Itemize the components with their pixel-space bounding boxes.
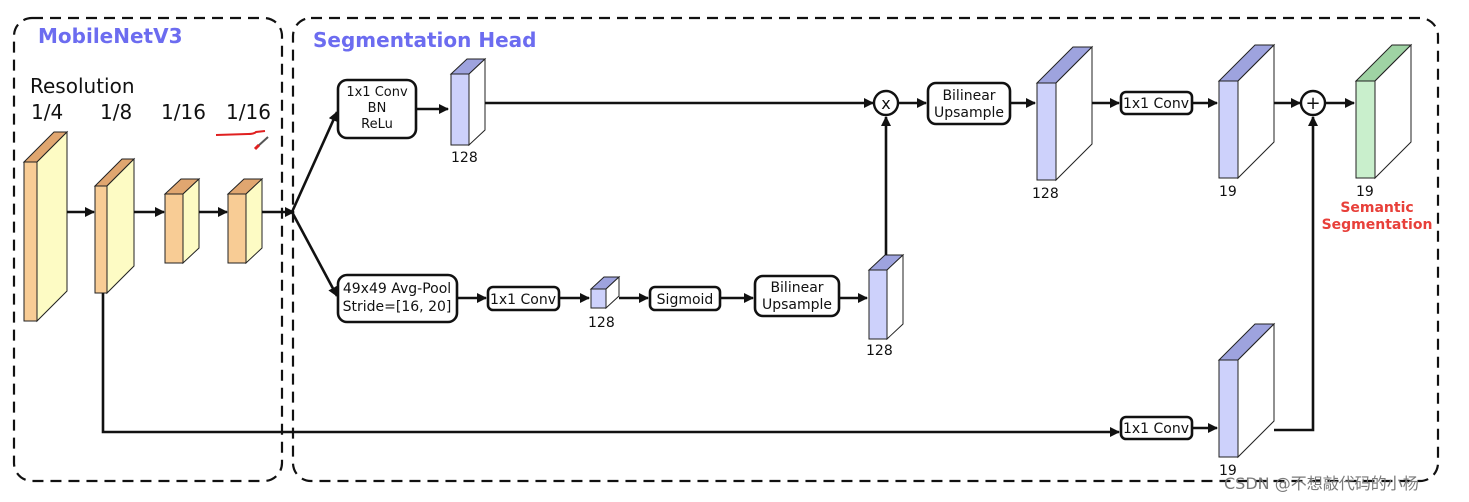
feature-map-attention-128 xyxy=(867,253,905,341)
arrow-split-bottom xyxy=(290,211,339,297)
upsample-lower-line-1: Bilinear xyxy=(770,280,823,296)
dim-after-conv-top: 19 xyxy=(1219,184,1237,200)
conv-bn-relu-line-1: 1x1 Conv xyxy=(346,85,408,100)
upsample-lower-block xyxy=(753,274,841,318)
dim-top-branch: 128 xyxy=(451,150,478,166)
arrow-skip-to-add xyxy=(1274,116,1318,432)
backbone-title: MobileNetV3 xyxy=(38,24,183,48)
skip-connection xyxy=(101,293,1120,437)
red-annotation-underline xyxy=(215,130,266,136)
scale-label-1: 1/4 xyxy=(31,100,63,124)
watermark: CSDN @不想敲代码的小杨 xyxy=(1224,474,1419,493)
conv-top-label: 1x1 Conv xyxy=(1123,96,1189,112)
output-label-line-2: Segmentation xyxy=(1322,217,1433,233)
dim-after-upsample-lower: 128 xyxy=(866,343,893,359)
upsample-top-line-2: Upsample xyxy=(934,105,1004,121)
resolution-title: Resolution xyxy=(30,74,135,98)
avg-pool-line-2: Stride=[16, 20] xyxy=(343,299,452,315)
conv-bottom-label: 1x1 Conv xyxy=(1123,421,1189,437)
feature-map-1-16-a xyxy=(163,177,201,265)
dim-output: 19 xyxy=(1356,184,1374,200)
feature-map-upsampled-128 xyxy=(1035,45,1094,182)
feature-map-head-19 xyxy=(1217,43,1276,180)
feature-map-1-16-b xyxy=(226,177,264,265)
arrow-split-top xyxy=(290,111,339,213)
feature-map-1-8 xyxy=(93,157,136,295)
head-title: Segmentation Head xyxy=(313,28,536,52)
conv-mid-label: 1x1 Conv xyxy=(490,292,556,308)
pen-cursor-icon xyxy=(253,136,269,151)
head-frame xyxy=(291,16,1440,483)
scale-label-4: 1/16 xyxy=(226,100,271,124)
feature-map-skip-19 xyxy=(1217,322,1276,459)
scale-label-3: 1/16 xyxy=(161,100,206,124)
upsample-top-line-1: Bilinear xyxy=(942,88,995,104)
backbone-frame xyxy=(12,16,284,483)
output-label-line-1: Semantic xyxy=(1340,200,1413,216)
add-symbol: + xyxy=(1305,93,1320,114)
output-segmentation-map xyxy=(1354,43,1413,180)
feature-map-1-4 xyxy=(22,130,69,323)
conv-bn-relu-line-2: BN xyxy=(368,101,387,116)
dim-after-conv-bottom: 19 xyxy=(1219,463,1237,479)
avg-pool-line-1: 49x49 Avg-Pool xyxy=(343,281,451,297)
feature-map-top-128 xyxy=(449,57,487,147)
feature-map-pool-128 xyxy=(589,275,621,310)
sigmoid-label: Sigmoid xyxy=(657,292,714,308)
upsample-lower-line-2: Upsample xyxy=(762,297,832,313)
scale-label-2: 1/8 xyxy=(100,100,132,124)
dim-after-upsample-top: 128 xyxy=(1032,186,1059,202)
conv-bn-relu-line-3: ReLu xyxy=(361,117,393,132)
dim-pool-conv: 128 xyxy=(588,315,615,331)
multiply-symbol: x xyxy=(881,94,890,113)
